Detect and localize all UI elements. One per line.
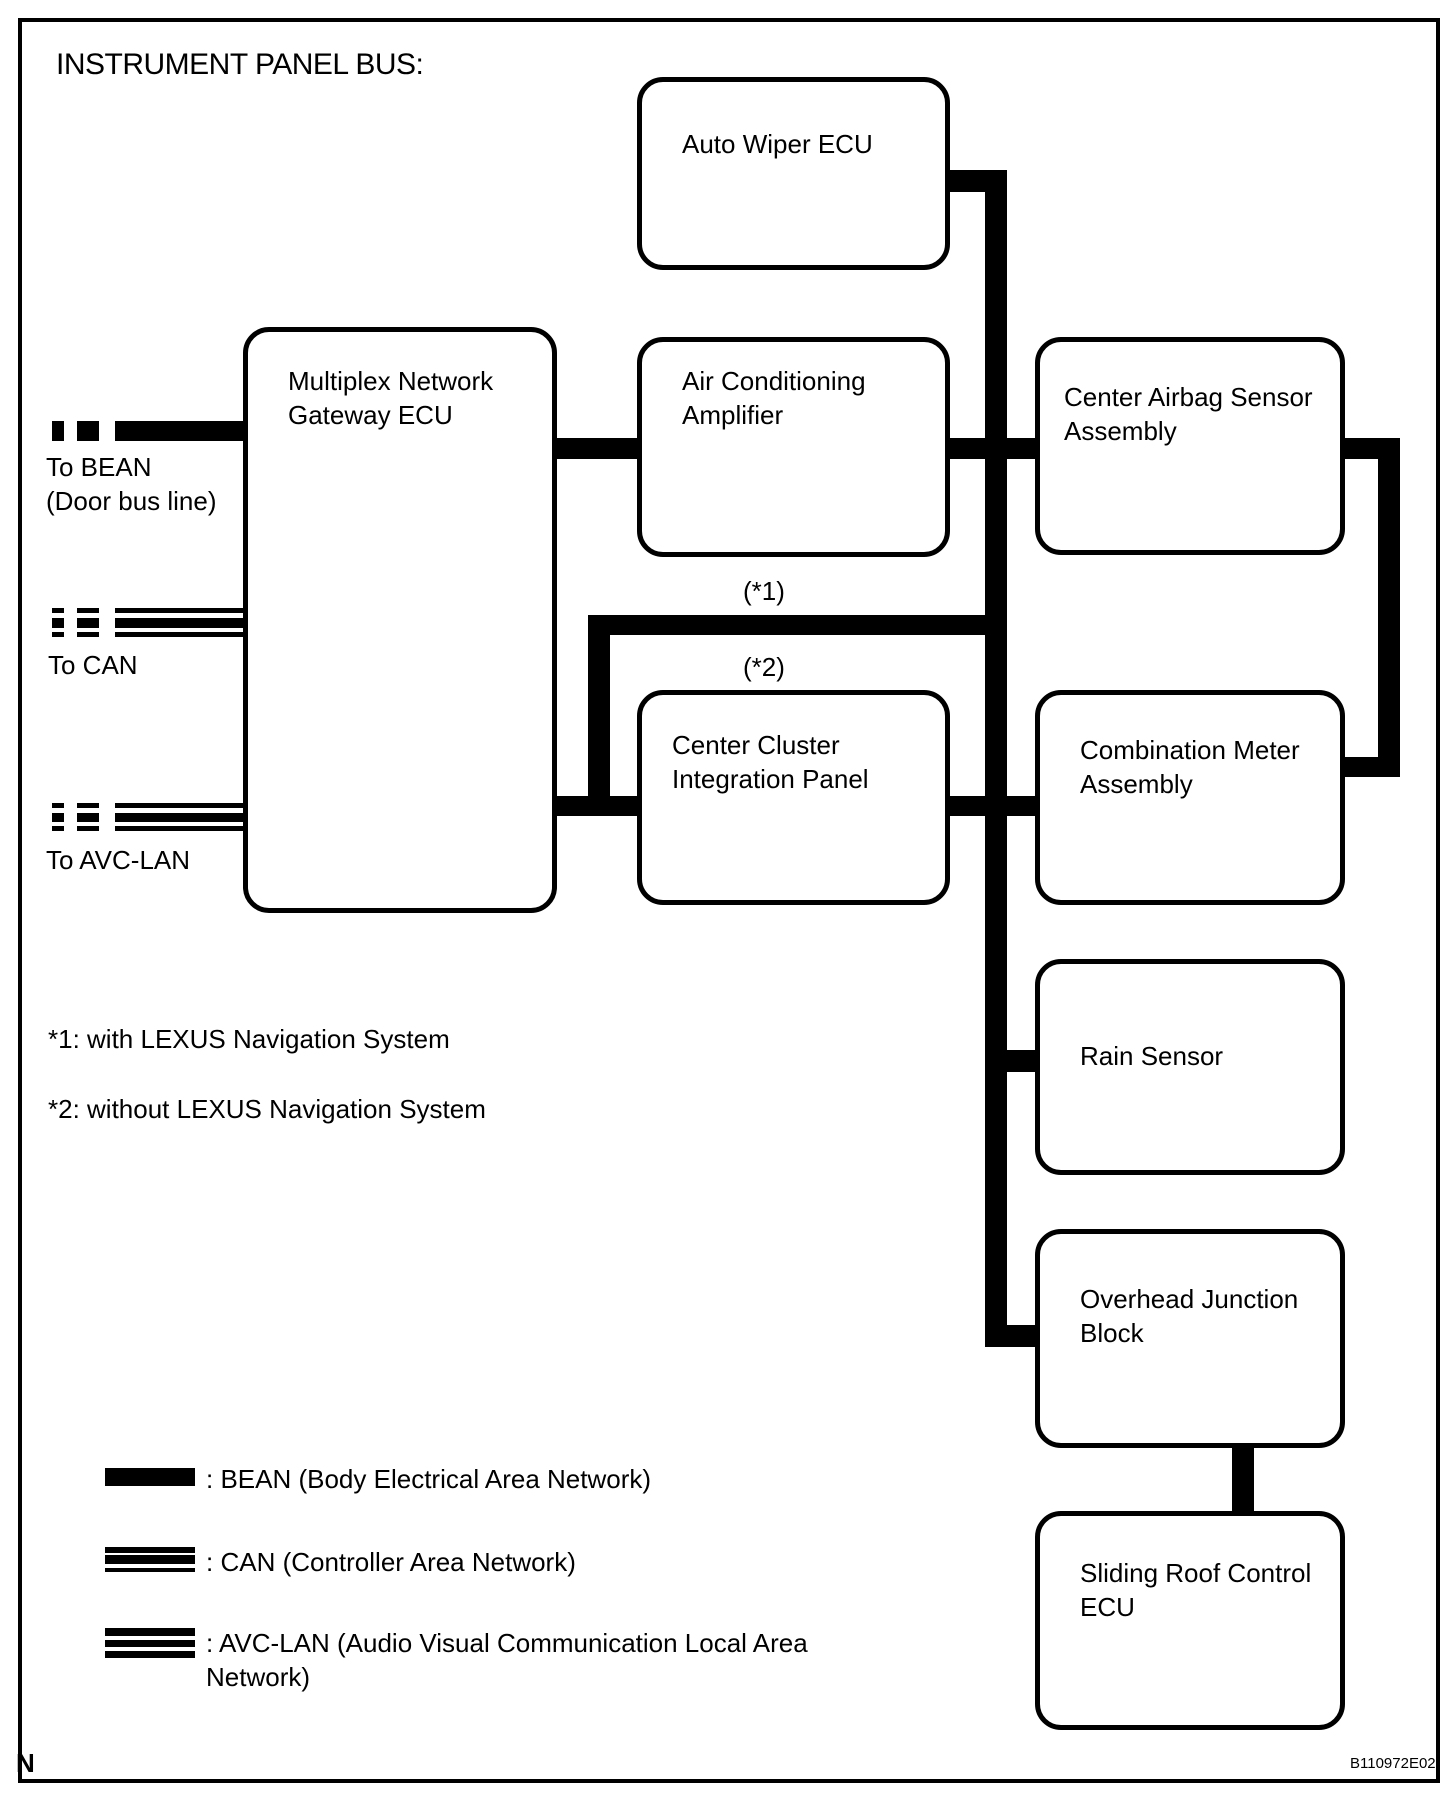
nav-bypass-vertical <box>588 615 610 816</box>
nav-bypass-horizontal <box>588 615 1007 635</box>
node-overhead-junction-block: Overhead Junction Block <box>1035 1229 1345 1448</box>
node-ac-amplifier-label: Air Conditioning Amplifier <box>682 366 866 430</box>
avc-lan-stub-solid <box>115 803 243 831</box>
bean-stub-dash-2 <box>77 421 99 441</box>
avc-lan-stub-dash-1 <box>52 803 64 831</box>
can-stub-dash-2 <box>77 608 99 637</box>
to-bean-label: To BEAN (Door bus line) <box>46 452 217 516</box>
node-sliding-roof-ecu: Sliding Roof Control ECU <box>1035 1511 1345 1730</box>
main-vertical-bus <box>985 170 1007 1347</box>
legend-bean-swatch <box>105 1468 195 1486</box>
legend-can-label: : CAN (Controller Area Network) <box>206 1547 576 1577</box>
node-center-airbag-sensor: Center Airbag Sensor Assembly <box>1035 337 1345 555</box>
bean-stub-dash-1 <box>52 421 64 441</box>
cluster-to-meter-bus <box>946 796 1039 816</box>
legend-bean-label: : BEAN (Body Electrical Area Network) <box>206 1464 652 1494</box>
to-avc-lan-label: To AVC-LAN <box>46 845 191 875</box>
node-multiplex-gateway-ecu-label: Multiplex Network Gateway ECU <box>288 366 494 430</box>
star2-marker: (*2) <box>743 652 785 682</box>
node-combination-meter-label: Combination Meter Assembly <box>1080 735 1300 799</box>
can-stub-solid <box>115 608 243 637</box>
gateway-to-ac-bus <box>557 438 641 459</box>
legend-avc-lan-swatch <box>105 1628 195 1658</box>
node-rain-sensor-label: Rain Sensor <box>1080 1041 1224 1071</box>
combination-meter-right-elbow <box>1341 757 1382 777</box>
page-marker: N <box>16 1748 35 1778</box>
bean-stub-solid <box>115 421 243 441</box>
right-vertical-bus <box>1378 438 1400 777</box>
node-combination-meter: Combination Meter Assembly <box>1035 690 1345 905</box>
node-multiplex-gateway-ecu: Multiplex Network Gateway ECU <box>243 327 557 913</box>
node-center-cluster-panel: Center Cluster Integration Panel <box>637 690 950 905</box>
note-without-navigation: *2: without LEXUS Navigation System <box>48 1094 486 1124</box>
node-sliding-roof-ecu-label: Sliding Roof Control ECU <box>1080 1558 1312 1622</box>
page-title: INSTRUMENT PANEL BUS: <box>56 48 424 81</box>
airbag-right-elbow <box>1341 438 1382 459</box>
node-rain-sensor: Rain Sensor <box>1035 959 1345 1175</box>
star1-marker: (*1) <box>743 576 785 606</box>
rain-sensor-elbow <box>1000 1050 1039 1072</box>
to-can-label: To CAN <box>48 650 138 680</box>
avc-lan-stub-dash-2 <box>77 803 99 831</box>
note-with-navigation: *1: with LEXUS Navigation System <box>48 1024 450 1054</box>
node-center-airbag-sensor-label: Center Airbag Sensor Assembly <box>1064 382 1313 446</box>
legend-avc-lan-label: : AVC-LAN (Audio Visual Communication Lo… <box>206 1628 808 1692</box>
can-stub-dash-1 <box>52 608 64 637</box>
overhead-junction-elbow <box>1000 1325 1039 1347</box>
node-overhead-junction-block-label: Overhead Junction Block <box>1080 1284 1299 1348</box>
overhead-to-sliding-bus <box>1232 1448 1254 1515</box>
node-auto-wiper-ecu-label: Auto Wiper ECU <box>682 129 873 159</box>
node-auto-wiper-ecu: Auto Wiper ECU <box>637 77 950 270</box>
legend-can-swatch <box>105 1547 195 1572</box>
node-ac-amplifier: Air Conditioning Amplifier <box>637 337 950 557</box>
gateway-to-cluster-bus <box>557 796 641 816</box>
node-center-cluster-panel-label: Center Cluster Integration Panel <box>672 730 869 794</box>
figure-code: B110972E02 <box>1350 1755 1436 1772</box>
